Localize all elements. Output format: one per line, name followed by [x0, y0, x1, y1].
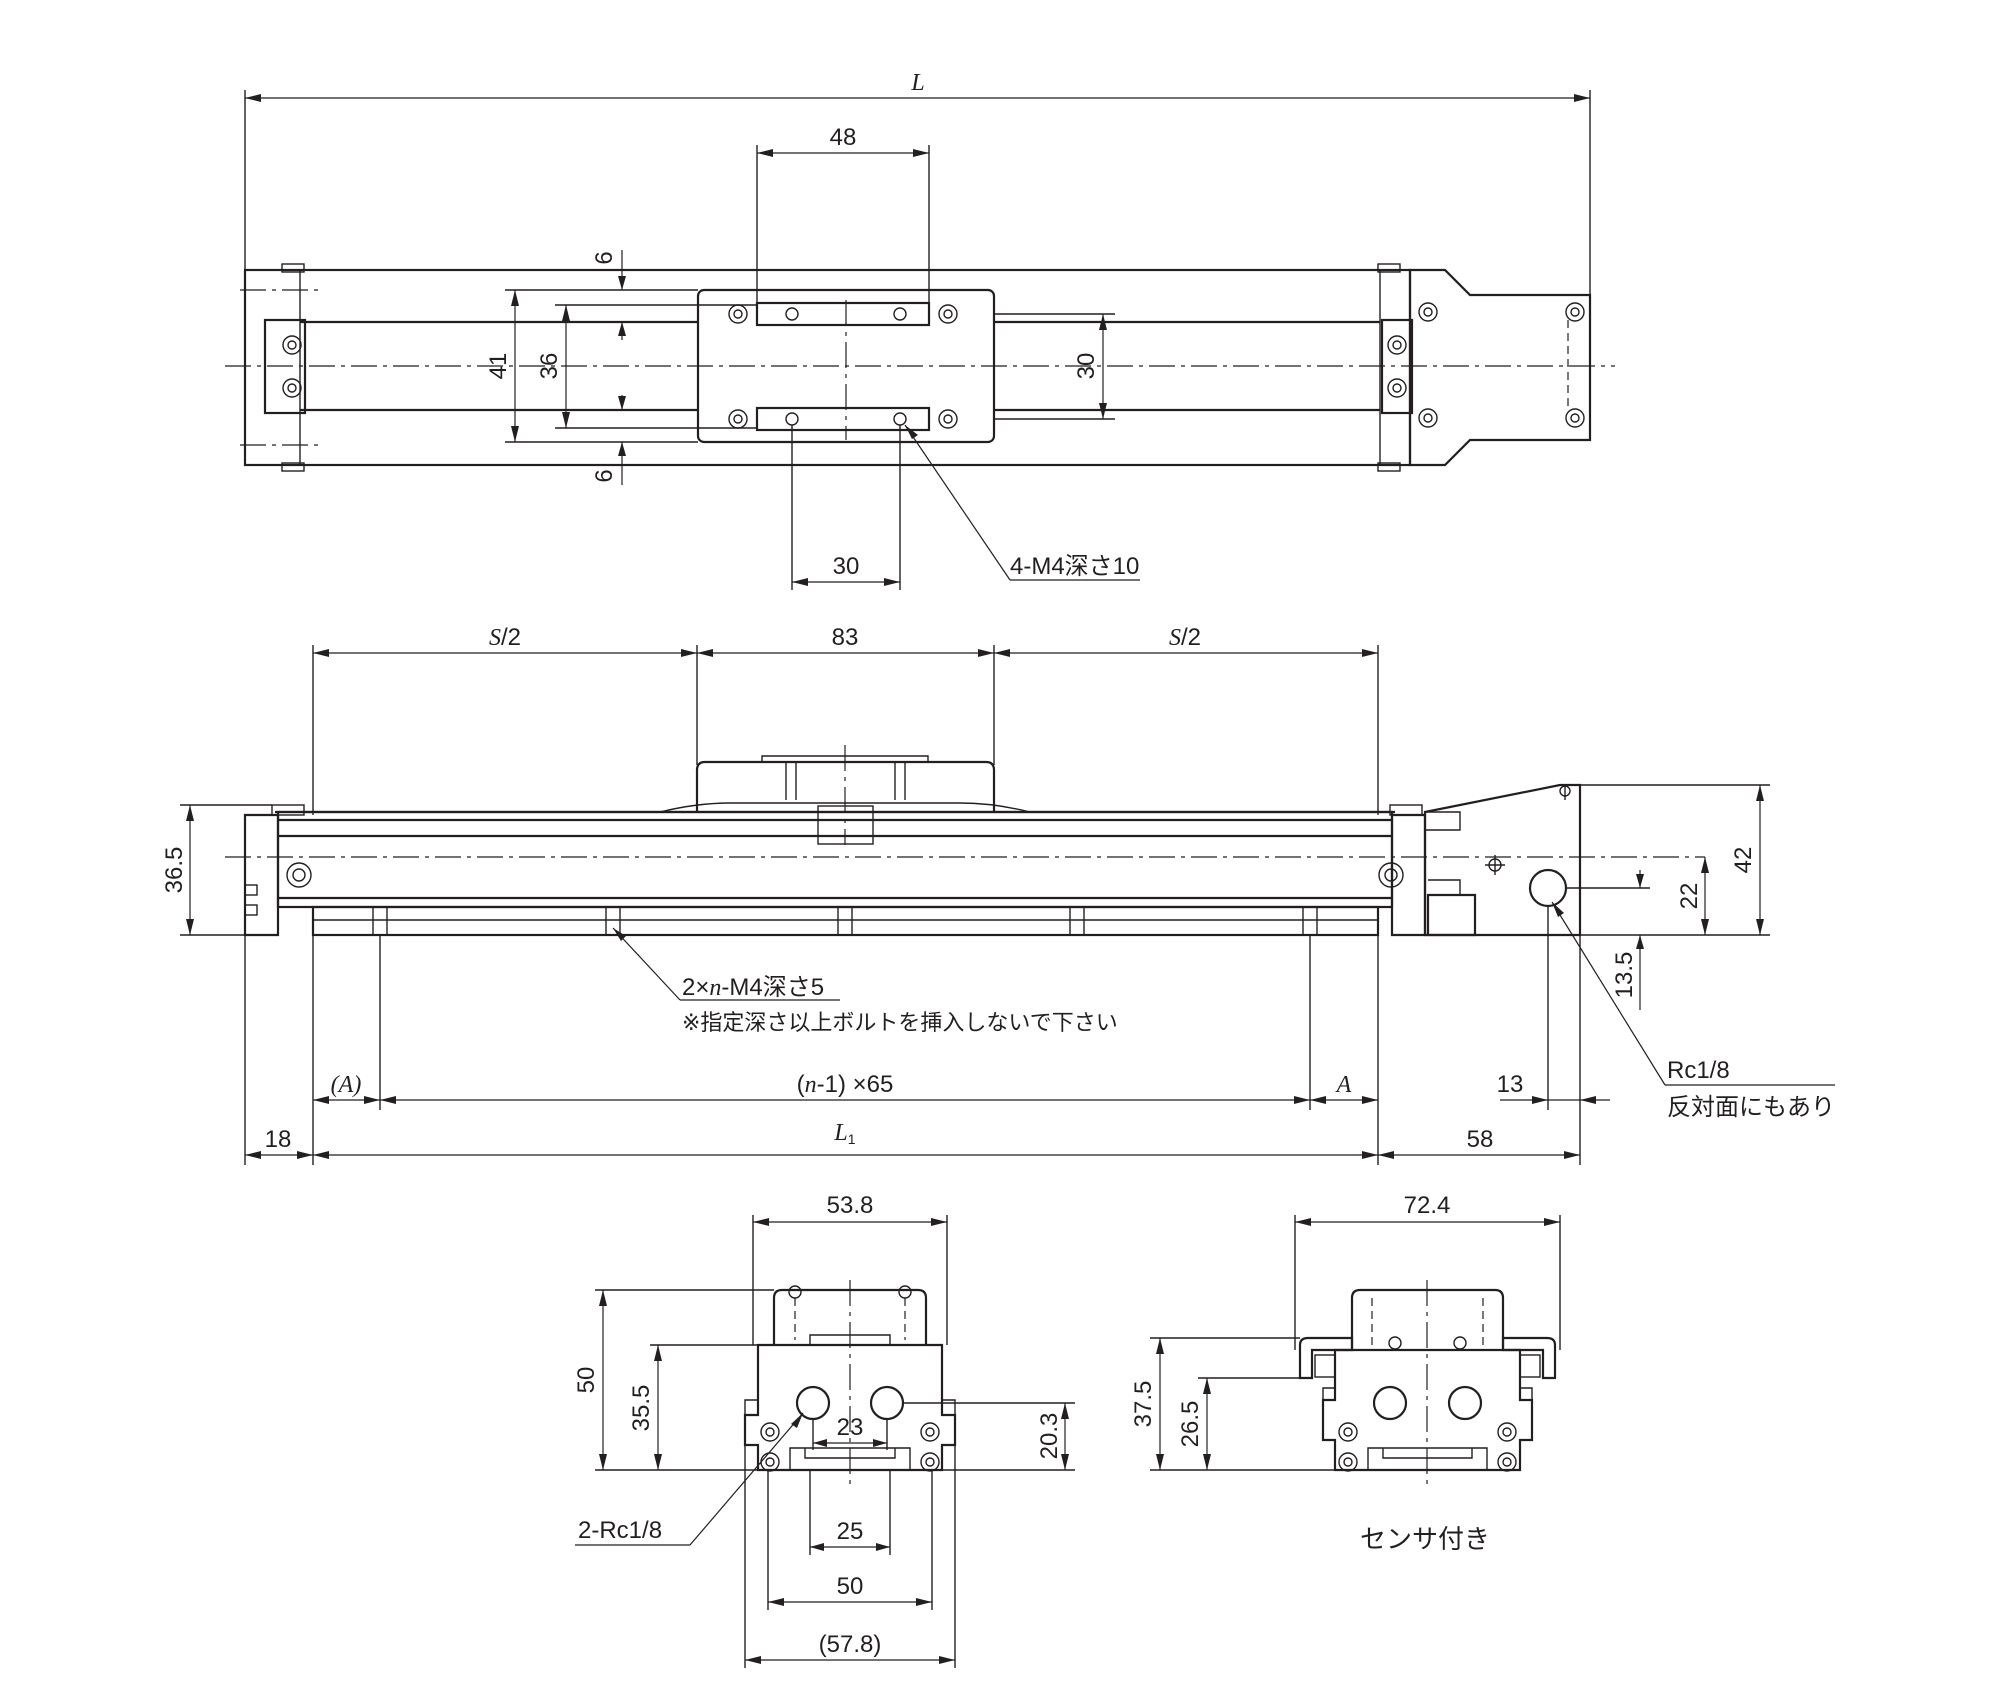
dim-37-5: 37.5: [1130, 1381, 1157, 1428]
dim-25: 25: [837, 1518, 864, 1545]
dim-50-horizontal: 50: [837, 1573, 864, 1600]
dim-36: 36: [536, 353, 563, 380]
dim-50-vertical: 50: [573, 1367, 600, 1394]
sensor-caption: センサ付き: [1360, 1524, 1490, 1554]
dim-42: 42: [1730, 847, 1757, 874]
dim-48: 48: [830, 124, 857, 151]
dim-57-8: (57.8): [819, 1631, 882, 1658]
dim-36-5: 36.5: [161, 847, 188, 894]
dim-6-top: 6: [591, 251, 618, 264]
dim-18: 18: [265, 1126, 292, 1153]
callout-2n-m4: 2×n-M4深さ5: [682, 974, 824, 1001]
dim-s-half-right: S/2: [1169, 624, 1201, 651]
dim-26-5: 26.5: [1177, 1401, 1204, 1448]
dim-6-bottom: 6: [591, 469, 618, 482]
dim-30-vertical: 30: [1073, 353, 1100, 380]
dim-a-paren: (A): [331, 1072, 362, 1098]
dim-83: 83: [832, 624, 859, 651]
dim-58: 58: [1467, 1126, 1494, 1153]
dim-a: A: [1335, 1072, 1352, 1098]
dim-30-horizontal: 30: [833, 553, 860, 580]
dim-22: 22: [1676, 883, 1703, 910]
dim-41: 41: [485, 353, 512, 380]
dim-13-5: 13.5: [1611, 952, 1638, 999]
dim-l1: L1: [833, 1120, 855, 1147]
dim-53-8: 53.8: [827, 1192, 874, 1219]
dim-23: 23: [837, 1414, 864, 1441]
dim-13: 13: [1497, 1071, 1524, 1098]
port-note: 反対面にもあり: [1667, 1094, 1835, 1121]
dim-pitch: (n-1) ×65: [797, 1071, 894, 1098]
top-view: L: [225, 70, 1615, 590]
end-view-right: 72.4 37.5 26: [1130, 1192, 1561, 1554]
end-view-left: 53.8 50 35.5: [573, 1192, 1075, 1668]
dim-72-4: 72.4: [1404, 1192, 1451, 1219]
side-view: S/2 83 S/2: [161, 624, 1835, 1165]
dim-20-3: 20.3: [1036, 1413, 1063, 1460]
callout-2-rc1-8: 2-Rc1/8: [578, 1517, 662, 1544]
dim-L: L: [910, 70, 924, 96]
dim-s-half-left: S/2: [489, 624, 521, 651]
callout-bolt-note: ※指定深さ以上ボルトを挿入しないで下さい: [682, 1010, 1118, 1035]
dim-35-5: 35.5: [628, 1385, 655, 1432]
base-tapped-holes: [372, 906, 1318, 936]
port-label: Rc1/8: [1667, 1057, 1730, 1084]
callout-4-m4: 4-M4深さ10: [1010, 553, 1139, 580]
